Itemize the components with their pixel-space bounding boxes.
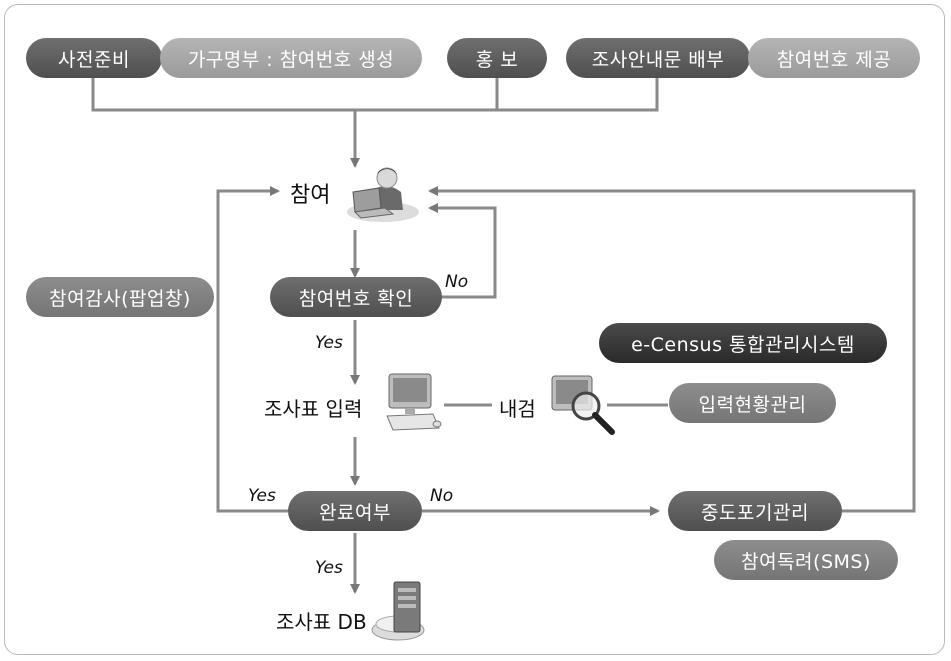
guide-distribution-label: 조사안내문 배부 [591, 48, 725, 71]
household-list-label: 가구명부 : 참여번호 생성 [187, 48, 395, 71]
computer-magnifier-icon [551, 375, 615, 435]
ecensus-system-label: e-Census 통합관리시스템 [631, 333, 855, 356]
survey-db-label: 조사표 DB [276, 610, 367, 634]
thanks-popup-pill: 참여감사(팝업창) [26, 277, 214, 317]
promotion-label: 홍 보 [475, 48, 519, 71]
ecensus-system-pill: e-Census 통합관리시스템 [599, 323, 887, 363]
dropout-management-label: 중도포기관리 [701, 501, 809, 524]
no-label-done: No [430, 486, 454, 506]
completion-check-pill: 완료여부 [288, 491, 422, 531]
thanks-popup-label: 참여감사(팝업창) [49, 287, 191, 310]
survey-input-label: 조사표 입력 [264, 397, 363, 421]
sms-reminder-label: 참여독려(SMS) [741, 550, 871, 573]
check-label: 내검 [499, 397, 536, 421]
sms-reminder-pill: 참여독려(SMS) [714, 540, 898, 580]
person-laptop-icon [347, 167, 419, 222]
promotion-pill: 홍 보 [447, 38, 547, 78]
no-label-verify: No [445, 272, 469, 292]
prep-label: 사전준비 [58, 48, 130, 71]
guide-distribution-pill: 조사안내문 배부 [566, 38, 750, 78]
participate-label: 참여 [290, 183, 331, 208]
number-provision-label: 참여번호 제공 [776, 48, 892, 71]
input-status-pill: 입력현황관리 [669, 383, 836, 423]
yes-label-done: Yes [315, 558, 343, 578]
yes-label-verify: Yes [315, 333, 343, 353]
number-provision-pill: 참여번호 제공 [748, 38, 920, 78]
verify-number-label: 참여번호 확인 [298, 287, 414, 310]
verify-number-pill: 참여번호 확인 [270, 277, 442, 317]
yes-label-loop: Yes [248, 486, 276, 506]
dropout-management-pill: 중도포기관리 [668, 491, 842, 531]
completion-check-label: 완료여부 [319, 501, 391, 524]
computer-keyboard-icon [386, 373, 442, 431]
input-status-label: 입력현황관리 [698, 393, 807, 416]
server-database-icon [371, 581, 425, 641]
household-list-pill: 가구명부 : 참여번호 생성 [160, 38, 422, 78]
prep-pill: 사전준비 [26, 38, 162, 78]
